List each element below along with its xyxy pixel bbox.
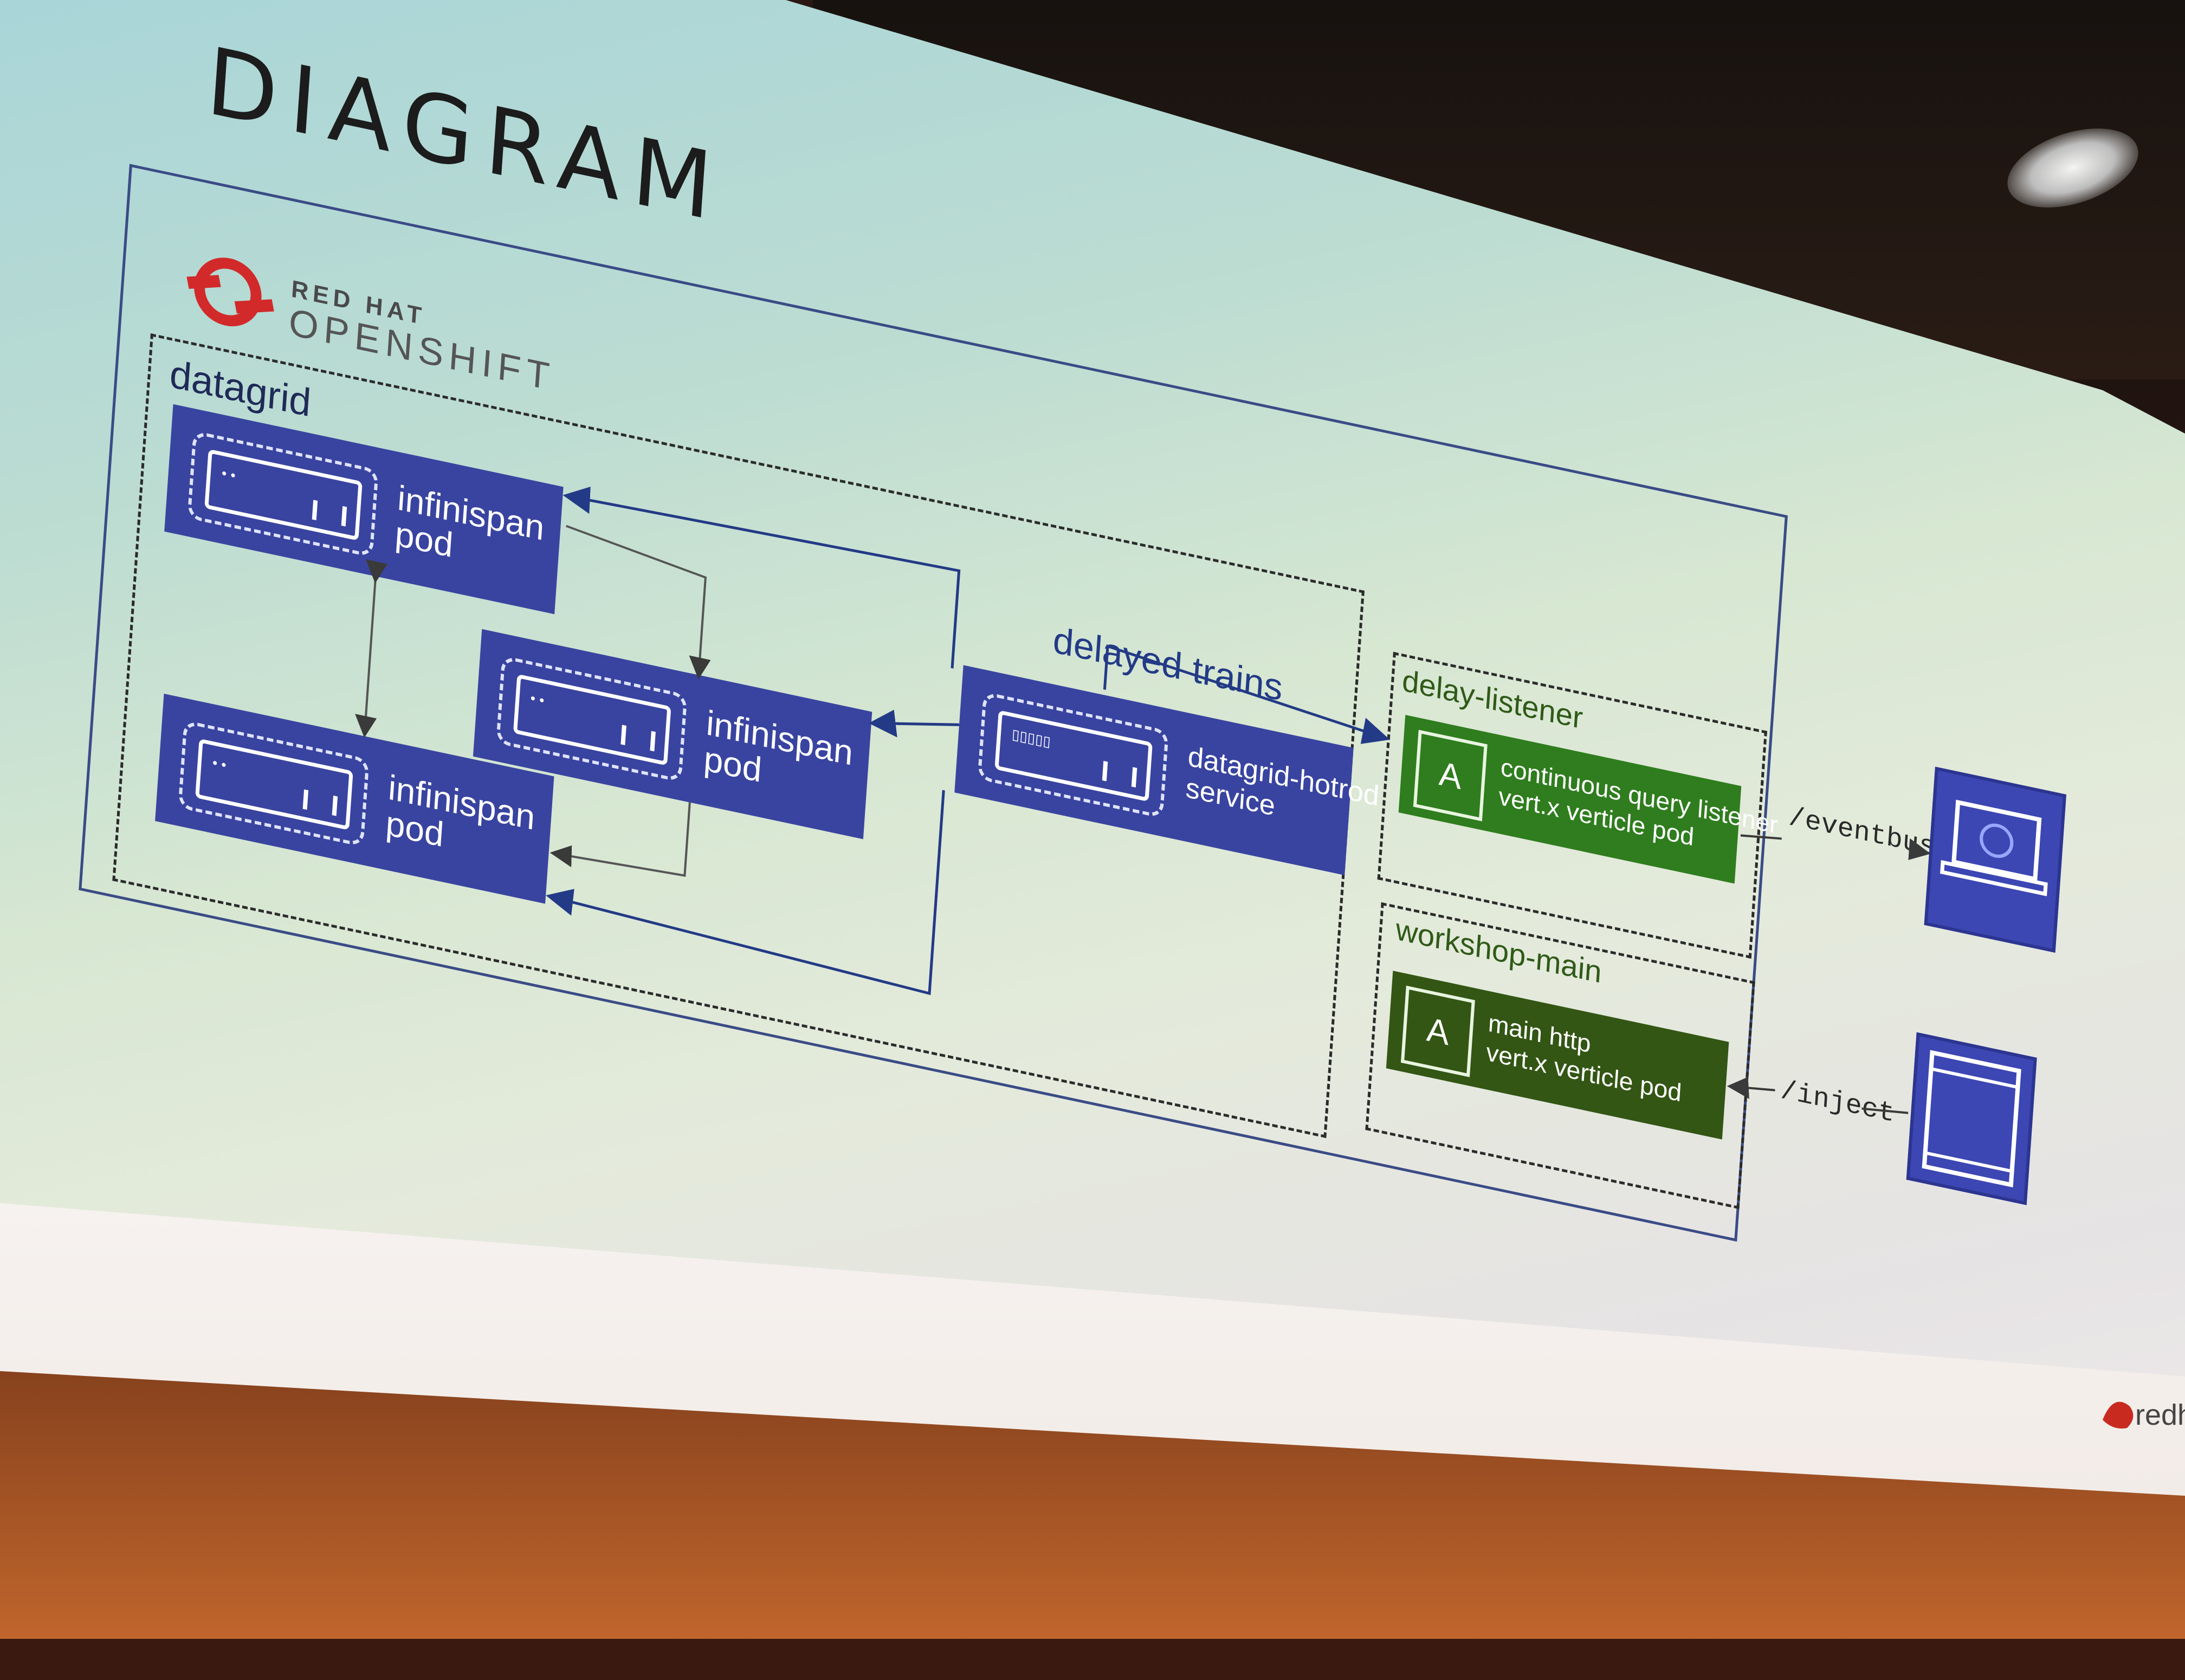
corner-brand-text: redh xyxy=(2135,1399,2185,1431)
browser-client-icon[interactable] xyxy=(1906,1032,2037,1205)
slide: DIAGRAM RED HAT OPENSHIFT datagrid • • i… xyxy=(79,27,2066,1242)
redhat-corner-logo-icon xyxy=(2103,1401,2134,1429)
laptop-client-icon[interactable] xyxy=(1924,766,2066,953)
connector-lines xyxy=(355,487,1931,1114)
redhat-openshift-logo-icon xyxy=(186,257,274,327)
